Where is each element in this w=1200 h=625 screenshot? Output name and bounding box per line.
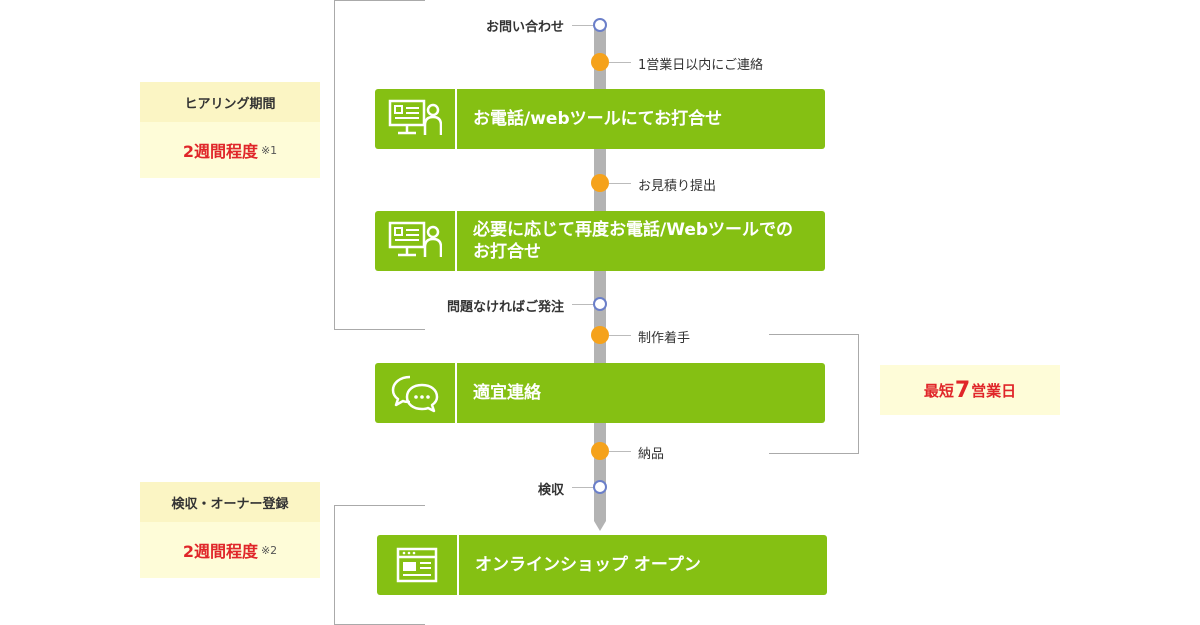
hearing-bracket-side xyxy=(334,0,335,329)
connector xyxy=(609,451,631,452)
step-second-meeting: 必要に応じて再度お電話/Webツールでのお打合せ xyxy=(375,211,825,271)
milestone-dot xyxy=(593,297,607,311)
step-divider xyxy=(457,535,459,595)
step-label: 必要に応じて再度お電話/Webツールでのお打合せ xyxy=(473,219,794,262)
acceptance-period-box: 検収・オーナー登録 2週間程度 ※2 xyxy=(140,482,320,578)
computer-person-icon xyxy=(375,211,455,271)
event-production-start-label: 制作着手 xyxy=(638,331,691,346)
step-label: 適宜連絡 xyxy=(473,382,541,403)
event-dot xyxy=(591,442,609,460)
step-divider xyxy=(455,89,457,149)
milestone-dot xyxy=(593,480,607,494)
event-dot xyxy=(591,53,609,71)
production-period-prefix: 最短 xyxy=(923,381,954,400)
step-divider xyxy=(455,211,457,271)
production-period-box: 最短 7 営業日 xyxy=(880,365,1060,415)
connector xyxy=(572,487,594,488)
event-dot xyxy=(591,326,609,344)
production-bracket-bottom xyxy=(769,453,859,454)
production-period-number: 7 xyxy=(954,377,971,403)
hearing-period-note: ※1 xyxy=(260,143,278,157)
hearing-period-value: 2週間程度 xyxy=(182,142,258,161)
timeline-arrow xyxy=(594,521,606,531)
milestone-dot xyxy=(593,18,607,32)
connector xyxy=(572,304,594,305)
acceptance-period-body: 2週間程度 ※2 xyxy=(140,522,320,578)
production-bracket-top xyxy=(769,334,859,335)
step-divider xyxy=(455,363,457,423)
step-shop-open: オンラインショップ オープン xyxy=(377,535,827,595)
acceptance-bracket-side xyxy=(334,505,335,624)
step-label: オンラインショップ オープン xyxy=(475,554,701,575)
milestone-acceptance-label: 検収 xyxy=(537,483,564,498)
step-phone-meeting: お電話/webツールにてお打合せ xyxy=(375,89,825,149)
chat-bubbles-icon xyxy=(375,363,455,423)
hearing-bracket-top xyxy=(334,0,425,1)
hearing-bracket-bottom xyxy=(334,329,425,330)
event-dot xyxy=(591,174,609,192)
computer-person-icon xyxy=(375,89,455,149)
step-label: お電話/webツールにてお打合せ xyxy=(473,108,723,129)
event-estimate-label: お見積り提出 xyxy=(638,179,717,194)
acceptance-period-note: ※2 xyxy=(260,543,278,557)
browser-window-icon xyxy=(377,535,457,595)
connector xyxy=(609,62,631,63)
production-period-suffix: 営業日 xyxy=(971,381,1017,400)
hearing-period-body: 2週間程度 ※1 xyxy=(140,122,320,178)
connector xyxy=(572,25,594,26)
connector xyxy=(609,183,631,184)
acceptance-period-value: 2週間程度 xyxy=(182,542,258,561)
event-delivery-label: 納品 xyxy=(638,447,665,462)
production-bracket-side xyxy=(858,334,859,454)
event-contact-label: 1営業日以内にご連絡 xyxy=(638,58,764,73)
acceptance-bracket-top xyxy=(334,505,425,506)
hearing-period-box: ヒアリング期間 2週間程度 ※1 xyxy=(140,82,320,178)
milestone-inquiry-label: お問い合わせ xyxy=(485,20,564,35)
connector xyxy=(609,335,631,336)
hearing-period-title: ヒアリング期間 xyxy=(140,82,320,122)
milestone-order-label: 問題なければご発注 xyxy=(446,300,564,315)
step-regular-contact: 適宜連絡 xyxy=(375,363,825,423)
acceptance-period-title: 検収・オーナー登録 xyxy=(140,482,320,522)
